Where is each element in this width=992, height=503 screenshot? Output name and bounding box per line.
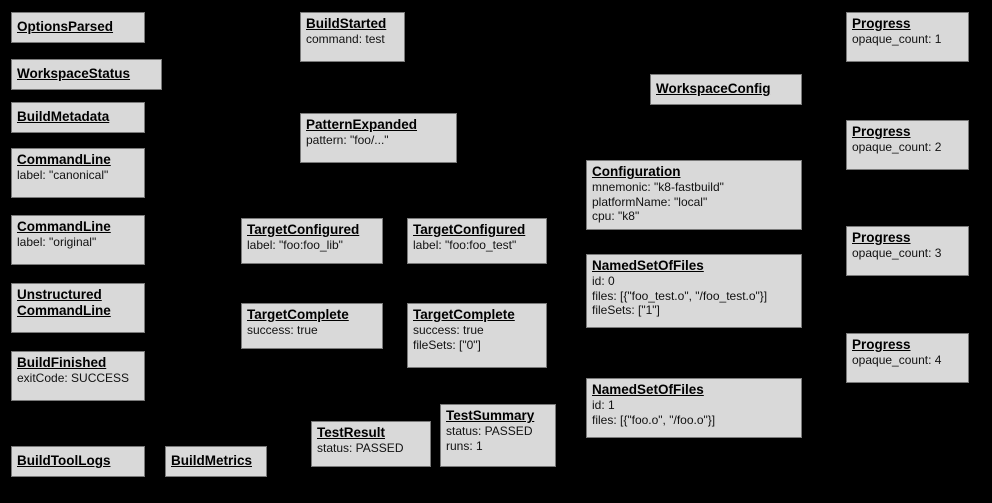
node-title: Unstructured (17, 287, 102, 302)
node-attribute: exitCode: SUCCESS (17, 371, 130, 385)
node-attribute: fileSets: ["0"] (413, 337, 481, 352)
node-title: TargetComplete (247, 307, 349, 322)
node-title: BuildStarted (306, 16, 387, 31)
node-attribute: cpu: "k8" (592, 209, 640, 223)
node-title: TargetConfigured (247, 222, 360, 237)
node-title: BuildToolLogs (17, 453, 111, 468)
node-title: TargetComplete (413, 307, 515, 322)
node-attribute: success: true (413, 323, 484, 337)
node-title: Progress (852, 337, 911, 352)
node-attribute: fileSets: ["1"] (592, 303, 660, 317)
node-attribute: label: "original" (17, 235, 97, 249)
node-title: PatternExpanded (306, 117, 418, 132)
node-title: BuildMetadata (17, 109, 110, 124)
node-attribute: opaque_count: 4 (852, 353, 942, 367)
node-title: Progress (852, 230, 911, 245)
node-title-line-2: CommandLine (17, 303, 111, 318)
node-title: BuildMetrics (171, 453, 253, 468)
node-attribute: opaque_count: 2 (852, 140, 942, 154)
node-attribute: label: "foo:foo_test" (413, 238, 517, 252)
node-attribute: opaque_count: 3 (852, 246, 942, 260)
node-title: NamedSetOfFiles (592, 258, 704, 273)
node-attribute: pattern: "foo/..." (306, 133, 389, 147)
node-attribute: mnemonic: "k8-fastbuild" (592, 180, 724, 194)
node-attribute: label: "foo:foo_lib" (247, 238, 343, 252)
node-title: TargetConfigured (413, 222, 526, 237)
node-attribute: status: PASSED (317, 441, 404, 455)
node-title: Configuration (592, 164, 681, 179)
node-title: TestResult (317, 425, 386, 440)
node-workspace-config[interactable]: WorkspaceConfig (650, 74, 802, 105)
node-title: WorkspaceConfig (656, 81, 771, 96)
node-build-metrics[interactable]: BuildMetrics (165, 446, 267, 477)
node-title: OptionsParsed (17, 19, 114, 34)
node-build-tool-logs[interactable]: BuildToolLogs (11, 446, 145, 477)
node-workspace-status[interactable]: WorkspaceStatus (11, 59, 162, 90)
node-attribute: files: [{"foo_test.o", "/foo_test.o"}] (592, 288, 768, 303)
node-attribute: status: PASSED (446, 424, 533, 438)
node-title: CommandLine (17, 219, 111, 234)
node-attribute: id: 1 (592, 398, 615, 412)
node-attribute: command: test (306, 32, 385, 46)
node-title: NamedSetOfFiles (592, 382, 704, 397)
node-build-metadata[interactable]: BuildMetadata (11, 102, 145, 133)
node-attribute: files: [{"foo.o", "/foo.o"}] (592, 412, 716, 427)
node-title: Progress (852, 124, 911, 139)
node-options-parsed[interactable]: OptionsParsed (11, 12, 145, 43)
node-title: WorkspaceStatus (17, 66, 131, 81)
node-attribute: success: true (247, 323, 318, 337)
node-attribute: platformName: "local" (592, 194, 708, 209)
node-title: BuildFinished (17, 355, 107, 370)
node-title: Progress (852, 16, 911, 31)
node-attribute: runs: 1 (446, 438, 483, 453)
node-attribute: label: "canonical" (17, 168, 109, 182)
node-title: TestSummary (446, 408, 535, 423)
node-title: CommandLine (17, 152, 111, 167)
node-attribute: id: 0 (592, 274, 615, 288)
node-attribute: opaque_count: 1 (852, 32, 942, 46)
